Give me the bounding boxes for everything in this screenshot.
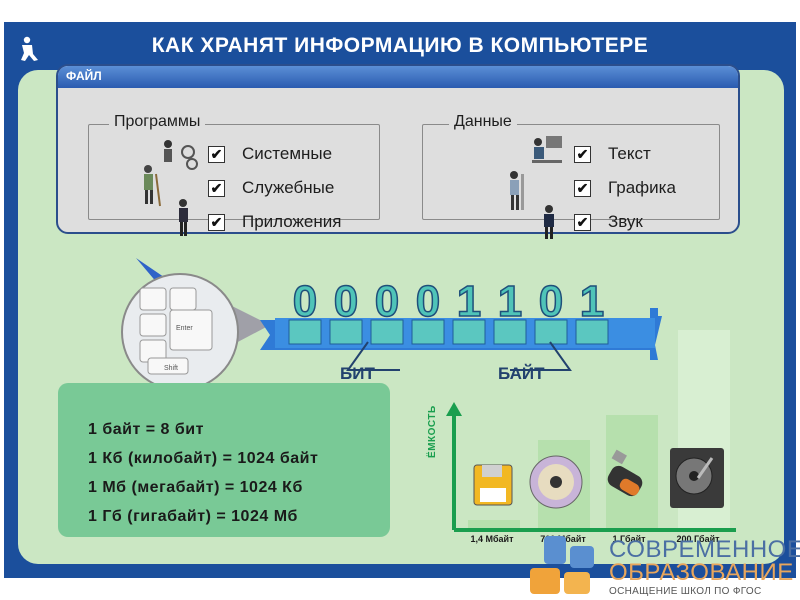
- bit-cell: [329, 319, 363, 345]
- formula-byte: 1 байт = 8 бит: [88, 421, 204, 438]
- data-item-label: Звук: [608, 212, 643, 231]
- bit-digit: 1: [457, 277, 481, 326]
- person-icon: [21, 36, 38, 61]
- person-computer-icon: [532, 136, 562, 163]
- program-item-apps: ✔ Приложения: [208, 212, 341, 232]
- usb-flash-icon: [607, 449, 643, 497]
- bit-cells: [288, 319, 609, 345]
- brand-logo-icon: [530, 536, 594, 594]
- checkbox-checked-icon: ✔: [208, 213, 225, 231]
- person-broom-icon: [144, 165, 161, 207]
- bit-digit: 0: [416, 277, 440, 326]
- file-label: ФАЙЛ: [66, 69, 102, 83]
- bit-cell: [411, 319, 445, 345]
- data-item-label: Графика: [608, 178, 676, 197]
- bit-cell: [534, 319, 568, 345]
- brand-line-1: СОВРЕМЕННОЕ: [609, 536, 800, 563]
- key-enter: Enter: [176, 325, 193, 332]
- bit-cell: [575, 319, 609, 345]
- checkbox-checked-icon: ✔: [574, 213, 591, 231]
- capacity-label: 1,4 Мбайт: [470, 534, 514, 544]
- header: КАК ХРАНЯТ ИНФОРМАЦИЮ В КОМПЬЮТЕРЕ: [4, 22, 796, 74]
- checkbox-checked-icon: ✔: [208, 179, 225, 197]
- checkbox-checked-icon: ✔: [208, 145, 225, 163]
- bit-cell: [370, 319, 404, 345]
- byte-label: БАЙТ: [498, 364, 545, 383]
- program-item-label: Служебные: [242, 178, 335, 197]
- bit-digit: 0: [375, 277, 399, 326]
- data-item-label: Текст: [608, 144, 651, 163]
- data-group: Данные: [422, 113, 720, 220]
- capacity-label: 200 Гбайт: [676, 534, 720, 544]
- bit-digit: 1: [580, 277, 604, 326]
- data-item-text: ✔ Текст: [574, 144, 651, 164]
- bit-digit: 0: [334, 277, 358, 326]
- data-title: Данные: [449, 113, 517, 131]
- data-item-sound: ✔ Звук: [574, 212, 643, 232]
- bit-cell: [288, 319, 322, 345]
- programs-group: Программы: [88, 113, 380, 220]
- bit-label: БИТ: [340, 364, 375, 383]
- program-item-service: ✔ Служебные: [208, 178, 334, 198]
- floppy-disk-icon: [473, 464, 513, 506]
- brand-logo: СОВРЕМЕННОЕ ОБРАЗОВАНИЕ ОСНАЩЕНИЕ ШКОЛ П…: [530, 534, 800, 600]
- bit-cell: [452, 319, 486, 345]
- program-item-label: Системные: [242, 144, 333, 163]
- page-title: КАК ХРАНЯТ ИНФОРМАЦИЮ В КОМПЬЮТЕРЕ: [151, 34, 649, 57]
- capacity-axis-label: ЁМКОСТЬ: [427, 405, 438, 458]
- hard-drive-icon: [670, 448, 724, 508]
- key-shift: Shift: [164, 365, 178, 372]
- program-item-label: Приложения: [242, 212, 342, 231]
- formula-kb: 1 Кб (килобайт) = 1024 байт: [88, 450, 319, 467]
- formula-gb: 1 Гб (гигабайт) = 1024 Мб: [88, 508, 298, 525]
- brand-line-2: ОБРАЗОВАНИЕ: [609, 559, 794, 586]
- axis-arrow-icon: [446, 402, 462, 416]
- checkbox-checked-icon: ✔: [574, 179, 591, 197]
- person-painter-icon: [510, 171, 524, 210]
- cd-disk-icon: [529, 455, 583, 509]
- units-box: 1 байт = 8 бит 1 Кб (килобайт) = 1024 ба…: [58, 383, 390, 537]
- programs-title: Программы: [109, 113, 206, 131]
- bit-digit: 1: [498, 277, 522, 326]
- capacity-bar: [468, 520, 520, 530]
- brand-line-3: ОСНАЩЕНИЕ ШКОЛ ПО ФГОС: [609, 586, 762, 597]
- formula-mb: 1 Мб (мегабайт) = 1024 Кб: [88, 479, 303, 496]
- bit-digit: 0: [539, 277, 563, 326]
- bit-digit: 0: [293, 277, 317, 326]
- person-tech-icon: [164, 140, 198, 170]
- capacity-label: 1 Гбайт: [612, 534, 646, 544]
- file-panel: ФАЙЛ Программы Данные ✔ Системные ✔ Служ…: [56, 64, 740, 239]
- checkbox-checked-icon: ✔: [574, 145, 591, 163]
- bit-cell: [493, 319, 527, 345]
- file-header: ФАЙЛ: [58, 66, 738, 88]
- capacity-chart: [446, 330, 736, 532]
- person-standing-icon: [179, 199, 188, 236]
- person-musician-icon: [544, 205, 554, 239]
- program-item-system: ✔ Системные: [208, 144, 332, 164]
- data-item-graphics: ✔ Графика: [574, 178, 676, 198]
